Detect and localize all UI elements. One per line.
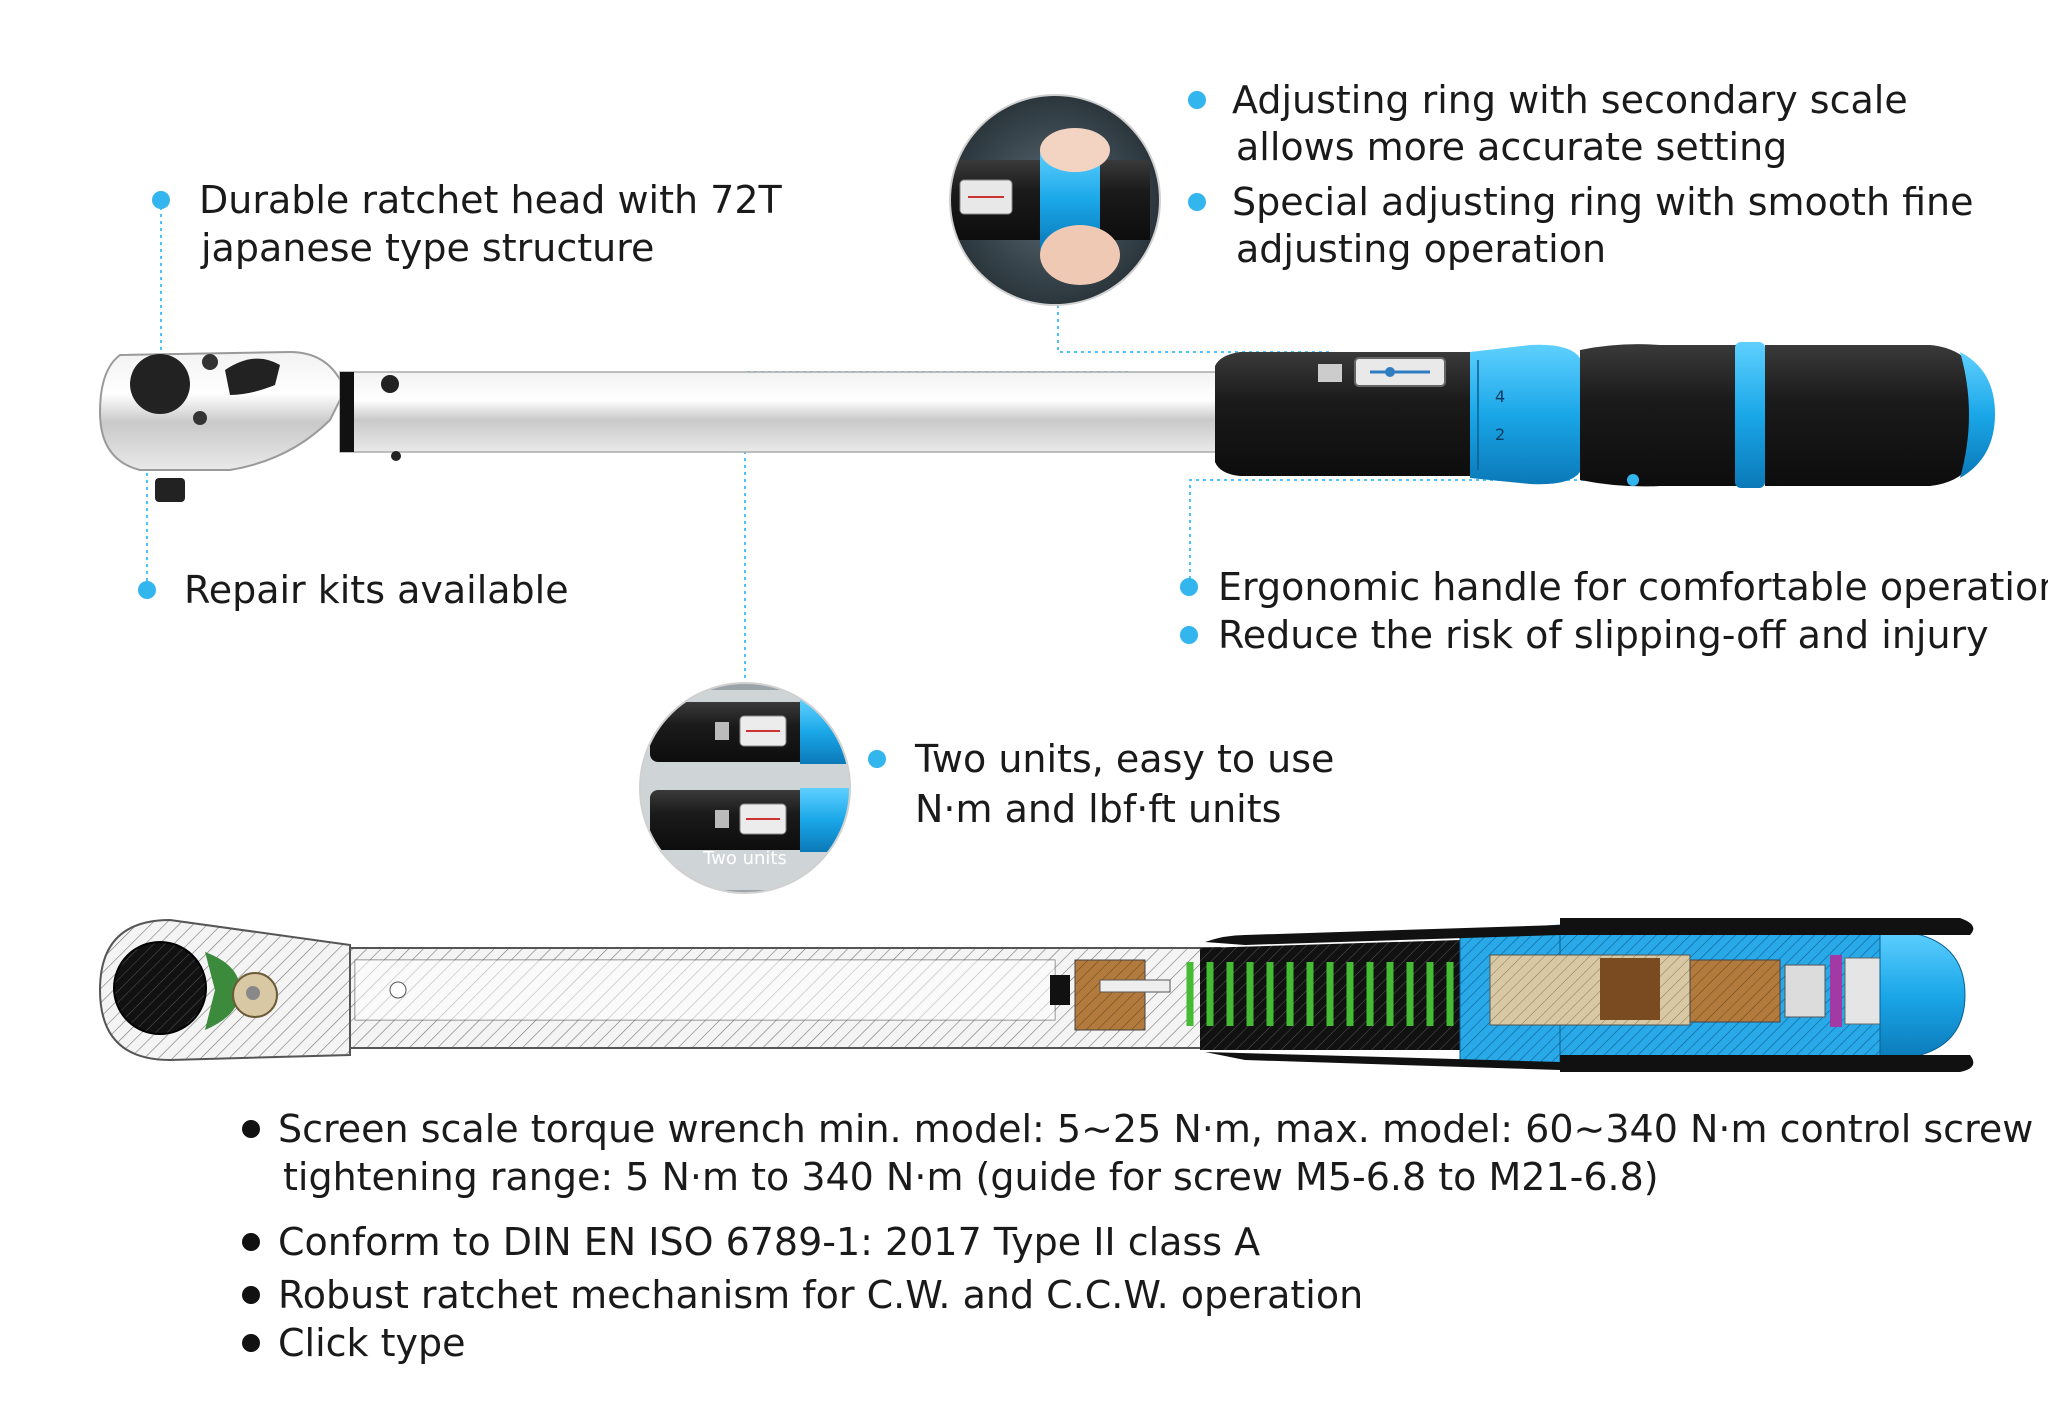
feature-two-units-line2: N·m and lbf·ft units xyxy=(915,787,1282,831)
ratchet-drive xyxy=(130,354,190,414)
svg-text:4: 4 xyxy=(1495,387,1505,406)
bullet-dot xyxy=(152,191,170,209)
svg-text:2: 2 xyxy=(1495,425,1505,444)
inset-adjusting-ring xyxy=(949,94,1161,306)
cross-section xyxy=(98,918,1974,1072)
direction-lever xyxy=(225,358,280,395)
torque-wrench: 4 2 xyxy=(98,342,1995,502)
feature-special-ring-line2: adjusting operation xyxy=(1236,227,1607,271)
feature-repair-kits-line1: Repair kits available xyxy=(184,568,569,612)
bullet-dot xyxy=(868,750,886,768)
feature-ratchet-head-line1: Durable ratchet head with 72T xyxy=(199,178,782,222)
feature-special-ring-line1: Special adjusting ring with smooth fine xyxy=(1232,180,1974,224)
spec-item-2: Conform to DIN EN ISO 6789-1: 2017 Type … xyxy=(278,1220,1261,1264)
bullet-dot xyxy=(1188,91,1206,109)
wrench-tube xyxy=(339,371,1221,453)
spec-bullet xyxy=(242,1286,260,1304)
bullet-dot xyxy=(1180,626,1198,644)
spec-item-1-line2: tightening range: 5 N·m to 340 N·m (guid… xyxy=(283,1155,1659,1199)
spec-item-1-line1: Screen scale torque wrench min. model: 5… xyxy=(278,1107,2034,1151)
spec-bullet xyxy=(242,1120,260,1138)
spec-bullet xyxy=(242,1233,260,1251)
feature-slip-line1: Reduce the risk of slipping-off and inju… xyxy=(1218,613,1989,657)
bullet-dot xyxy=(1188,193,1206,211)
spec-item-3: Robust ratchet mechanism for C.W. and C.… xyxy=(278,1273,1364,1317)
feature-ratchet-head-line2: japanese type structure xyxy=(201,226,655,270)
bullet-dot xyxy=(1180,578,1198,596)
spec-bullet xyxy=(242,1334,260,1352)
inset-two-units xyxy=(639,682,851,894)
feature-adjusting-ring-line1: Adjusting ring with secondary scale xyxy=(1232,78,1908,122)
bullet-dot xyxy=(138,581,156,599)
feature-adjusting-ring-line2: allows more accurate setting xyxy=(1236,125,1788,169)
inset-caption: Two units xyxy=(703,848,787,869)
feature-two-units-line1: Two units, easy to use xyxy=(915,737,1335,781)
adjusting-ring xyxy=(1470,344,1580,485)
handle-grip xyxy=(1580,344,1750,487)
feature-ergonomic-line1: Ergonomic handle for comfortable operati… xyxy=(1218,565,2048,609)
spec-item-4: Click type xyxy=(278,1321,466,1365)
